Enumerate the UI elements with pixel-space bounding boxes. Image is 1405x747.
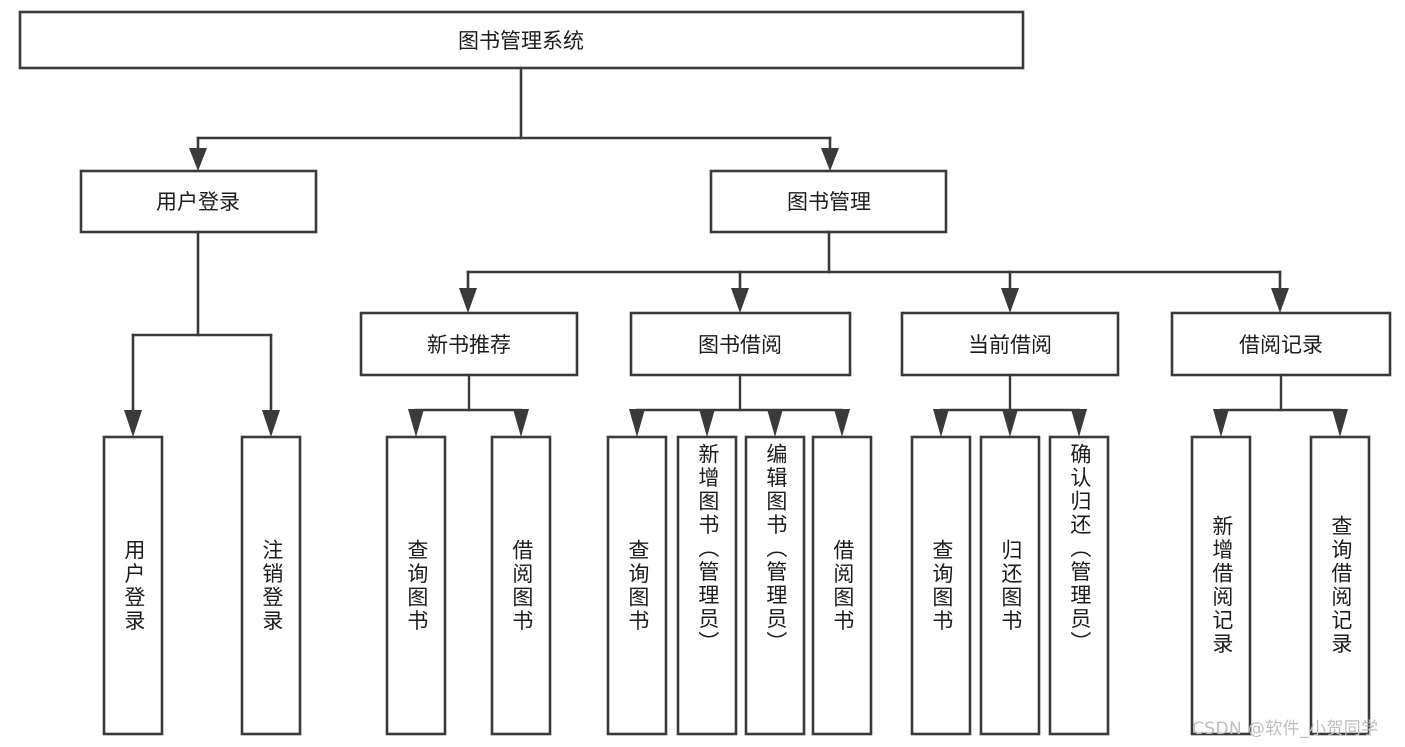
csdn-watermark: CSDN @软件_小贺同学 — [1192, 719, 1379, 739]
leaf-label-logout-login: 注销登录 — [259, 538, 284, 633]
leaf-label-return-book: 归还图书 — [998, 538, 1023, 633]
arrow-head-leaf-query-book-3 — [933, 409, 949, 437]
arrow-head-leaf-borrow-book-1 — [513, 409, 529, 437]
leaf-box-add-borrow-record[interactable] — [1190, 435, 1252, 736]
arrow-head-leaf-query-borrow-record — [1332, 409, 1348, 437]
leaf-label-edit-book: 编辑图书（管理员） — [763, 443, 788, 655]
leaf-label-query-book-1: 查询图书 — [404, 538, 429, 633]
leaf-text-wrap-return-book: 归还图书 — [981, 437, 1039, 734]
leaf-box-confirm-return[interactable] — [1048, 435, 1110, 736]
arrow-head-leaf-query-book-2 — [629, 409, 645, 437]
leaf-text-wrap-borrow-book-2: 借阅图书 — [813, 437, 871, 734]
leaf-label-user-login: 用户登录 — [121, 538, 146, 633]
leaf-box-borrow-book-2[interactable] — [811, 435, 873, 736]
arrow-head-leaf-query-book-1 — [408, 409, 424, 437]
arrow-head-leaf-borrow-book-2 — [834, 409, 850, 437]
leaf-label-add-borrow-record: 新增借阅记录 — [1209, 515, 1234, 656]
leaf-text-wrap-borrow-book-1: 借阅图书 — [492, 437, 550, 734]
node-user-login-label: 用户登录 — [156, 190, 240, 214]
leaf-text-wrap-query-borrow-record: 查询借阅记录 — [1311, 437, 1369, 734]
arrow-head-leaf-confirm-return — [1071, 409, 1087, 437]
leaf-box-logout-login[interactable] — [240, 435, 302, 736]
leaf-box-edit-book[interactable] — [744, 435, 806, 736]
leaf-label-query-book-3: 查询图书 — [929, 538, 954, 633]
leaf-label-query-book-2: 查询图书 — [625, 538, 650, 633]
leaf-text-wrap-add-book: 新增图书（管理员） — [678, 443, 736, 734]
leaf-box-borrow-book-1[interactable] — [490, 435, 552, 736]
node-borrow-record-label: 借阅记录 — [1239, 333, 1323, 357]
leaf-box-query-book-3[interactable] — [910, 435, 972, 736]
arrow-head-user-login — [189, 148, 207, 171]
node-title-label: 图书管理系统 — [458, 29, 584, 53]
arrow-head-book-management — [821, 148, 839, 171]
leaf-box-user-login[interactable] — [102, 435, 164, 736]
leaf-label-borrow-book-1: 借阅图书 — [509, 538, 534, 633]
node-book-borrow-label: 图书借阅 — [698, 333, 782, 357]
leaf-text-wrap-query-book-3: 查询图书 — [912, 437, 970, 734]
node-current-borrow-label: 当前借阅 — [968, 333, 1052, 357]
leaf-text-wrap-confirm-return: 确认归还（管理员） — [1050, 443, 1108, 734]
node-new-book-recommend-label: 新书推荐 — [427, 333, 511, 357]
arrow-head-current-borrow — [1001, 288, 1019, 313]
leaf-label-add-book: 新增图书（管理员） — [695, 443, 720, 655]
arrow-head-leaf-logout-login — [262, 410, 280, 437]
leaf-label-query-borrow-record: 查询借阅记录 — [1328, 515, 1353, 656]
leaf-text-wrap-user-login: 用户登录 — [104, 437, 162, 734]
node-title-box[interactable] — [18, 10, 1025, 70]
leaf-text-wrap-add-borrow-record: 新增借阅记录 — [1192, 437, 1250, 734]
arrow-head-leaf-return-book — [1002, 409, 1018, 437]
arrow-head-leaf-add-book — [699, 409, 715, 437]
arrow-head-book-borrow — [731, 288, 749, 313]
arrow-head-leaf-add-borrow-record — [1213, 409, 1229, 437]
leaf-text-wrap-query-book-1: 查询图书 — [387, 437, 445, 734]
leaf-text-wrap-query-book-2: 查询图书 — [608, 437, 666, 734]
leaf-box-query-borrow-record[interactable] — [1309, 435, 1371, 736]
leaf-text-wrap-edit-book: 编辑图书（管理员） — [746, 443, 804, 734]
node-book-management-label: 图书管理 — [787, 190, 871, 214]
leaf-box-add-book[interactable] — [676, 435, 738, 736]
arrow-head-leaf-edit-book — [767, 409, 783, 437]
leaf-text-wrap-logout-login: 注销登录 — [242, 437, 300, 734]
leaf-box-query-book-1[interactable] — [385, 435, 447, 736]
node-current-borrow-box[interactable] — [900, 311, 1120, 377]
arrow-head-borrow-record — [1271, 288, 1289, 313]
leaf-box-query-book-2[interactable] — [606, 435, 668, 736]
leaf-box-return-book[interactable] — [979, 435, 1041, 736]
node-book-borrow-box[interactable] — [629, 311, 852, 377]
leaf-label-confirm-return: 确认归还（管理员） — [1067, 443, 1092, 655]
leaf-label-borrow-book-2: 借阅图书 — [830, 538, 855, 633]
node-new-book-recommend-box[interactable] — [359, 311, 579, 377]
arrow-head-new-book-recommend — [459, 288, 477, 313]
arrow-head-leaf-user-login — [124, 410, 142, 437]
